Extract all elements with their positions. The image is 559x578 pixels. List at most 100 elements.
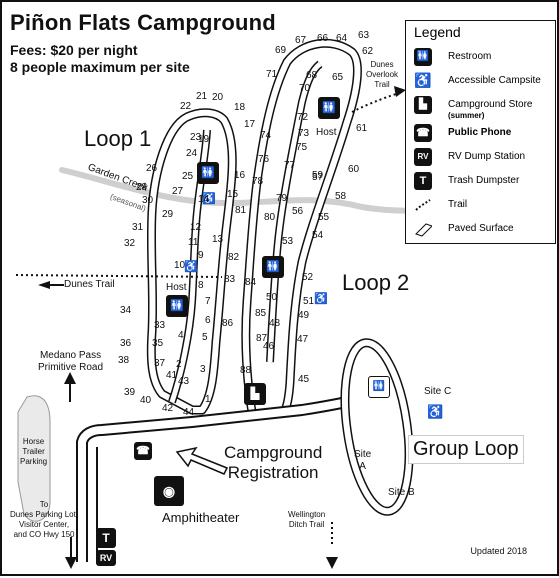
campsite-number: 12 xyxy=(190,222,202,233)
campsite-number: 60 xyxy=(348,164,360,175)
campground-registration-label: Campground Registration xyxy=(224,443,323,482)
dunes-trail-label: Dunes Trail xyxy=(64,279,115,290)
campsite-number: 55 xyxy=(318,212,330,223)
campsite-number: 87 xyxy=(256,333,268,344)
campsite-number: 77 xyxy=(284,160,296,171)
accessible-icon: ♿ xyxy=(414,72,432,88)
campsite-number: 52 xyxy=(302,272,314,283)
campsite-number: 57 xyxy=(312,172,324,183)
campsite-number: 40 xyxy=(140,395,152,406)
legend-item-trash: T Trash Dumpster xyxy=(412,171,552,193)
campsite-number: 6 xyxy=(205,315,211,326)
legend-item-rv-dump: RV RV Dump Station xyxy=(412,147,552,169)
rv-dump-icon: RV xyxy=(96,550,116,566)
campsite-number: 53 xyxy=(282,236,294,247)
campsite-number: 13 xyxy=(212,234,224,245)
loop1-label: Loop 1 xyxy=(84,126,152,151)
campsite-number: 32 xyxy=(124,238,136,249)
campsite-number: 88 xyxy=(240,365,252,376)
campsite-number: 27 xyxy=(172,186,184,197)
campsite-number: 36 xyxy=(120,338,132,349)
site-c-label: Site C xyxy=(424,386,452,397)
campsite-number: 2 xyxy=(176,359,182,370)
campsite-number: 49 xyxy=(298,310,310,321)
registration-arrow xyxy=(175,446,229,475)
campsite-number: 80 xyxy=(264,212,276,223)
campsite-number: 38 xyxy=(118,355,130,366)
campsite-number: 79 xyxy=(276,193,288,204)
campsite-number: 5 xyxy=(202,332,208,343)
campsite-number: 20 xyxy=(212,92,224,103)
campsite-number: 18 xyxy=(234,102,246,113)
map-title: Piñon Flats Campground xyxy=(10,10,276,35)
campsite-number: 68 xyxy=(306,70,318,81)
campsite-number: 23 xyxy=(190,132,202,143)
campsite-number: 86 xyxy=(222,318,234,329)
campsite-number: 67 xyxy=(295,35,307,46)
trash-icon: T xyxy=(96,528,116,548)
campsite-number: 54 xyxy=(312,230,324,241)
campsite-number: 85 xyxy=(255,308,267,319)
campsite-number: 73 xyxy=(298,128,310,139)
campsite-number: 64 xyxy=(336,33,348,44)
host2-label: Host xyxy=(316,127,337,138)
campsite-number: 25 xyxy=(182,171,194,182)
to-dunes-label: To Dunes Parking Lot, Visitor Center, an… xyxy=(10,500,79,539)
campsite-number: 35 xyxy=(152,338,164,349)
amphitheater-label: Amphitheater xyxy=(162,510,240,525)
campsite-number: 84 xyxy=(245,277,257,288)
campsite-number: 26 xyxy=(146,163,158,174)
accessible-icon: ♿ xyxy=(314,293,328,305)
campsite-number: 21 xyxy=(196,91,208,102)
store-icon: ▙ xyxy=(244,383,266,405)
horse-trailer-parking xyxy=(17,395,51,522)
campsite-number: 63 xyxy=(358,30,370,41)
legend-item-restroom: 🚻 Restroom xyxy=(412,47,552,69)
campsite-number: 3 xyxy=(200,364,206,375)
max-people-text: 8 people maximum per site xyxy=(10,59,190,75)
campsite-number: 78 xyxy=(252,176,264,187)
campsite-number: 15 xyxy=(227,189,239,200)
campsite-number: 50 xyxy=(266,292,278,303)
campsite-number: 46 xyxy=(263,341,275,352)
horse-trailer-label: Horse Trailer Parking xyxy=(20,437,48,466)
legend-item-accessible: ♿ Accessible Campsite xyxy=(414,72,541,88)
campsite-number: 7 xyxy=(205,296,211,307)
campsite-number: 75 xyxy=(296,142,308,153)
campsite-number: 45 xyxy=(298,374,310,385)
dunes-overlook-label: Dunes Overlook Trail xyxy=(366,60,399,89)
legend-item-store: ▙ Campground Store (summer) xyxy=(412,95,552,123)
campsite-number: 69 xyxy=(275,45,287,56)
campsite-number: 56 xyxy=(292,206,304,217)
legend-title: Legend xyxy=(414,24,461,40)
campsite-number: 28 xyxy=(136,182,148,193)
campsite-number: 1 xyxy=(205,394,211,405)
trail-icon xyxy=(415,199,431,211)
amphitheater-icon: ◉ xyxy=(154,476,184,506)
restroom-icon: 🚻 xyxy=(262,256,284,278)
campsite-number: 43 xyxy=(178,376,190,387)
campsite-number: 16 xyxy=(234,170,246,181)
paved-icon xyxy=(415,223,432,237)
campsite-number: 41 xyxy=(166,370,178,381)
campsite-number: 11 xyxy=(188,237,199,248)
campsite-number: 34 xyxy=(120,305,132,316)
site-b-label: Site B xyxy=(388,487,415,498)
legend-item-paved: Paved Surface xyxy=(412,219,552,241)
campsite-number: 10 xyxy=(174,260,186,271)
campsite-number: 8 xyxy=(198,280,204,291)
rv-dump-icon: RV xyxy=(414,148,432,166)
dunes-overlook-trail-path xyxy=(351,91,403,113)
phone-icon: ☎ xyxy=(414,124,432,142)
campsite-number: 30 xyxy=(142,195,154,206)
updated-label: Updated 2018 xyxy=(470,546,527,556)
accessible-icon: ♿ xyxy=(202,193,216,205)
campsite-number: 44 xyxy=(183,407,195,418)
accessible-icon: ♿ xyxy=(427,404,444,419)
campsite-number: 19 xyxy=(198,134,210,145)
loop2-label: Loop 2 xyxy=(340,270,412,296)
trash-icon: T xyxy=(414,172,432,190)
fees-info: Fees: $20 per night 8 people maximum per… xyxy=(10,42,190,76)
